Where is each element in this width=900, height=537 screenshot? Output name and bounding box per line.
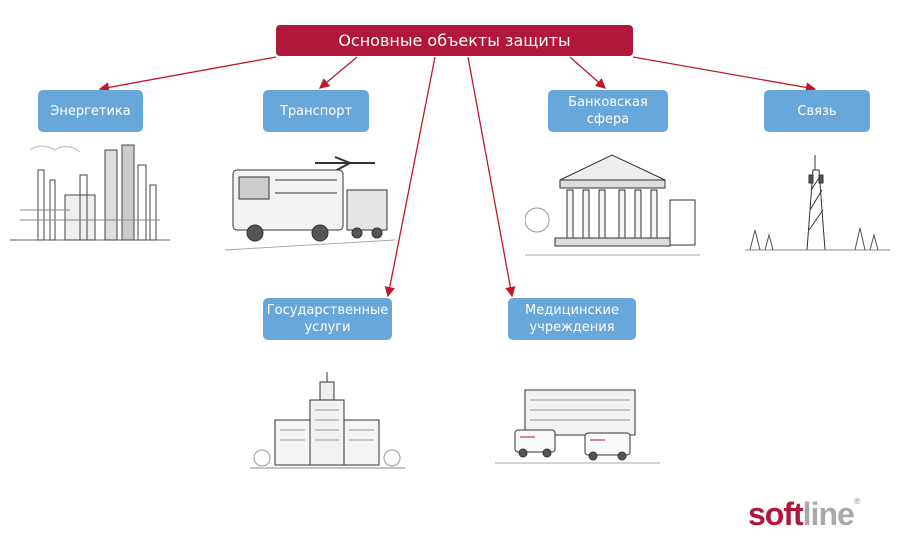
arrow-transport <box>319 56 358 89</box>
transport-image <box>225 156 395 251</box>
arrow-gov <box>384 56 436 298</box>
box-energy: Энергетика <box>38 90 143 132</box>
arrow-bank <box>569 56 606 89</box>
hospital-image <box>495 389 660 464</box>
government-building-image <box>250 372 405 469</box>
main-title: Основные объекты защиты <box>276 25 633 56</box>
softline-logo: softline® <box>748 496 860 532</box>
arrow-energy <box>98 56 277 93</box>
box-telecom: Связь <box>764 90 870 132</box>
box-transport: Транспорт <box>263 90 369 132</box>
arrow-medical <box>467 56 516 298</box>
arrow-telecom <box>632 56 817 93</box>
bank-image <box>525 154 700 256</box>
power-plant-image <box>10 144 170 241</box>
telecom-tower-image <box>745 155 890 251</box>
